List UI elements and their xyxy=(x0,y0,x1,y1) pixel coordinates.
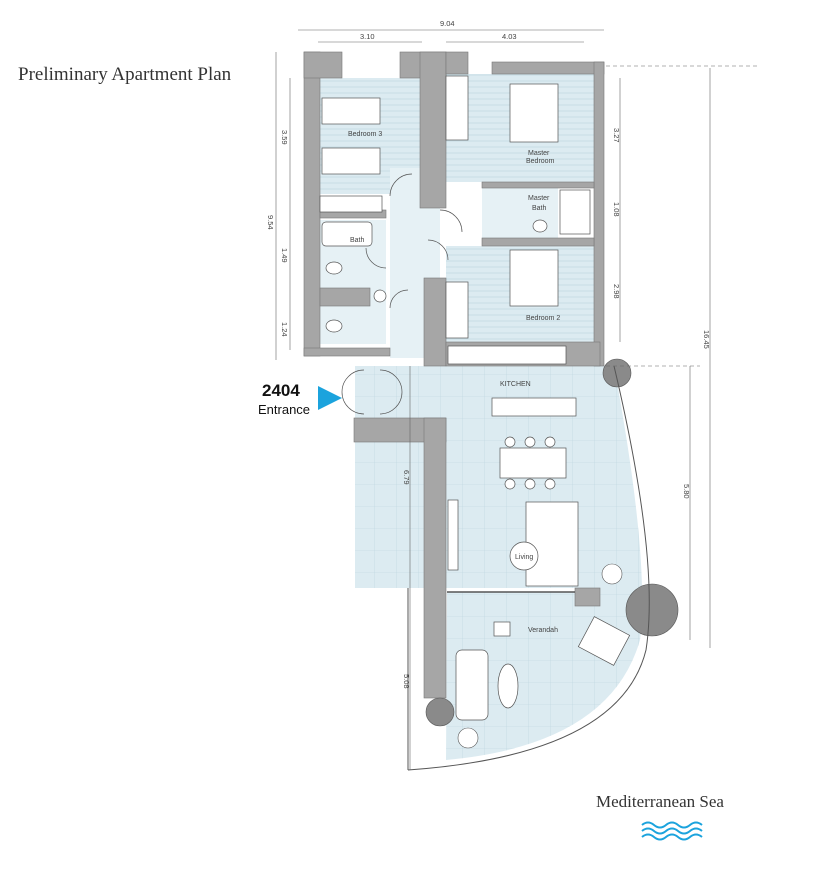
wave-line xyxy=(641,821,703,829)
coffee-table xyxy=(509,541,539,571)
dim-center-verandah: 5.08 xyxy=(402,674,411,689)
bathtub xyxy=(321,221,373,247)
toilet-master-bath xyxy=(532,219,548,233)
verandah-floor-grid xyxy=(446,366,643,760)
room-label-bedroom3: Bedroom 3 xyxy=(348,131,382,138)
door-arc xyxy=(389,173,413,197)
lounge-chair xyxy=(577,616,631,666)
waves-icon xyxy=(641,821,703,841)
wall-wc-bottom xyxy=(303,347,391,357)
dim-left-total: 9.54 xyxy=(266,215,275,230)
sink-bath xyxy=(373,289,387,303)
wall-wc-divider xyxy=(319,287,371,307)
dimension-lines xyxy=(275,29,760,770)
dim-right-master: 3.27 xyxy=(612,128,621,143)
wall-left-outer xyxy=(303,51,321,357)
wall-living-right xyxy=(574,587,601,607)
bed-master xyxy=(509,83,559,143)
dim-total-width: 9.04 xyxy=(440,19,455,28)
dim-left-wc: 1.24 xyxy=(280,322,289,337)
room-label-master-bath-2: Bath xyxy=(532,205,547,212)
page-title: Preliminary Apartment Plan xyxy=(18,64,232,85)
plant-icon xyxy=(625,583,679,637)
doors xyxy=(341,173,463,415)
wall-center-upper xyxy=(419,51,447,209)
toilet-bath xyxy=(325,261,343,275)
wave-line xyxy=(641,827,703,835)
wardrobe-bedroom3 xyxy=(319,195,383,213)
floor-areas xyxy=(320,74,643,760)
wall-living-left xyxy=(423,417,447,699)
chair xyxy=(504,478,516,490)
entrance-arrow-icon xyxy=(318,386,342,410)
door-arc xyxy=(341,369,365,415)
wall-top-right-2 xyxy=(491,61,605,75)
kitchen-island xyxy=(491,397,577,417)
unit-number: 2404 xyxy=(262,381,300,400)
sofa xyxy=(525,501,579,587)
room-label-kitchen: KITCHEN xyxy=(500,381,531,388)
room-label-master-bath-1: Master xyxy=(528,195,550,202)
wardrobe-bedroom2 xyxy=(445,281,469,339)
wall-right-outer xyxy=(593,61,605,367)
door-arc xyxy=(379,369,403,415)
shower-master-bath xyxy=(559,189,591,235)
dining-table xyxy=(499,447,567,479)
dim-center-living: 6.79 xyxy=(402,470,411,485)
dim-right-total: 16.45 xyxy=(702,330,711,349)
dim-left-bedroom3: 3.59 xyxy=(280,130,289,145)
door-arc xyxy=(439,209,463,233)
toilet-wc xyxy=(325,319,343,333)
wardrobe-master xyxy=(445,75,469,141)
plants xyxy=(425,358,679,749)
dim-left-bath: 1.49 xyxy=(280,248,289,263)
chair xyxy=(544,478,556,490)
plant-icon xyxy=(602,358,632,388)
room-label-bath: Bath xyxy=(350,237,365,244)
kitchen-counter xyxy=(447,345,567,365)
sea-label: Mediterranean Sea xyxy=(596,792,724,811)
bed-bedroom2 xyxy=(509,249,559,307)
wall-top-left xyxy=(303,51,343,79)
verandah-table xyxy=(497,663,519,709)
tv-unit xyxy=(447,499,459,571)
wall-center-mid xyxy=(423,277,447,367)
chair xyxy=(504,436,516,448)
dim-width-left: 3.10 xyxy=(360,32,375,41)
chair xyxy=(524,436,536,448)
walls xyxy=(303,51,605,699)
wall-master-bath-top xyxy=(481,181,595,189)
room-label-master-bedroom-2: Bedroom xyxy=(526,158,555,165)
plant-icon xyxy=(601,563,623,585)
entrance-label: Entrance xyxy=(258,402,311,417)
room-label-verandah: Verandah xyxy=(528,627,558,634)
verandah-chair xyxy=(493,621,511,637)
plant-icon xyxy=(457,727,479,749)
room-label-bedroom2: Bedroom 2 xyxy=(526,315,560,322)
room-label-living: Living xyxy=(515,554,533,561)
chair xyxy=(524,478,536,490)
bed-bedroom3-a xyxy=(321,97,381,125)
dining-chairs xyxy=(504,436,556,490)
dim-right-bedroom2: 2.98 xyxy=(612,284,621,299)
wall-top-right xyxy=(445,51,469,75)
door-arc xyxy=(365,247,387,269)
wave-line xyxy=(641,833,703,841)
chair xyxy=(544,436,556,448)
door-arc xyxy=(427,239,449,261)
verandah-edge xyxy=(407,365,650,771)
dim-right-living: 5.80 xyxy=(682,484,691,499)
plant-icon xyxy=(425,697,455,727)
door-arc xyxy=(389,289,409,309)
dim-width-right: 4.03 xyxy=(502,32,517,41)
bed-bedroom3-b xyxy=(321,147,381,175)
fixtures xyxy=(319,75,631,721)
verandah-sofa xyxy=(455,649,489,721)
dim-right-master-bath: 1.08 xyxy=(612,202,621,217)
room-label-master-bedroom-1: Master xyxy=(528,150,550,157)
wall-master-bath-bottom xyxy=(481,237,595,247)
